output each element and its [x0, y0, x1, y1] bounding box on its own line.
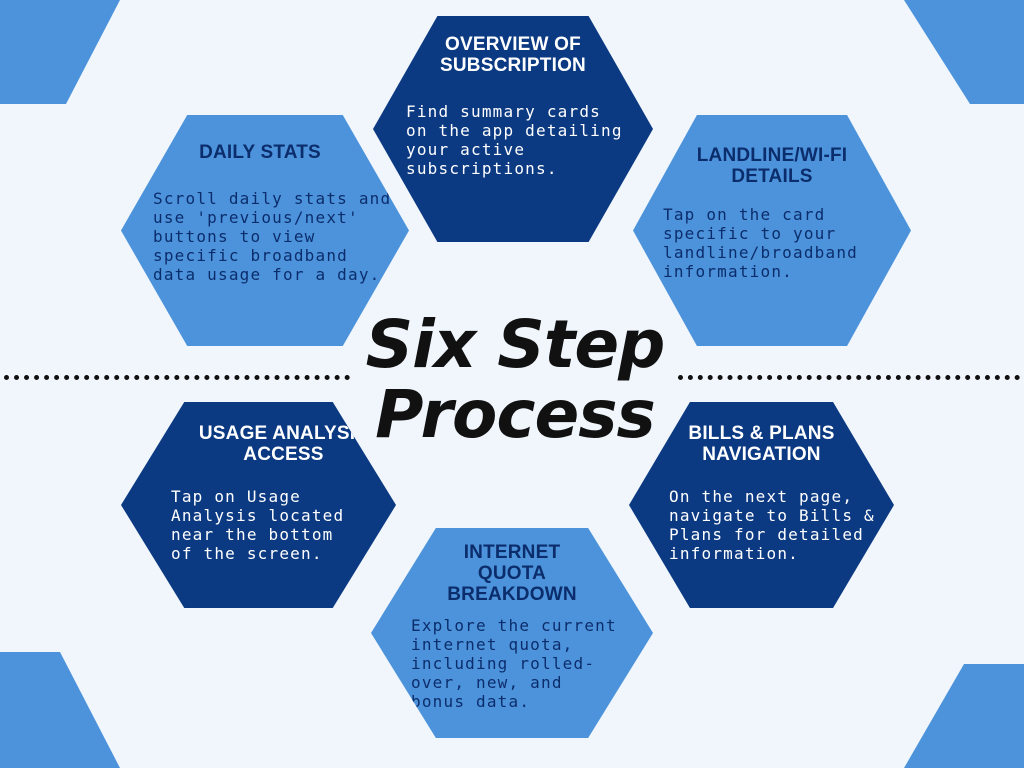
step-daily-stats-description: Scroll daily stats and use 'previous/nex…: [153, 189, 392, 284]
step-bills-plans-description: On the next page, navigate to Bills & Pl…: [669, 487, 875, 563]
step-landline-title: LANDLINE/WI-FI DETAILS: [696, 145, 848, 187]
corner-decoration-top-right: [904, 0, 1024, 104]
step-bills-plans-title: BILLS & PLANS NAVIGATION: [688, 423, 835, 465]
corner-decoration-bottom-left: [0, 652, 120, 768]
dotted-divider-left: [4, 375, 350, 380]
step-internet-quota-description: Explore the current internet quota, incl…: [411, 616, 617, 711]
step-bills-plans-hexagon: BILLS & PLANS NAVIGATION On the next pag…: [629, 402, 894, 608]
step-daily-stats-title: DAILY STATS: [199, 142, 321, 163]
step-usage-analysis-title: USAGE ANALYSIS ACCESS: [198, 423, 369, 465]
step-internet-quota-title: INTERNET QUOTA BREAKDOWN: [447, 542, 577, 605]
step-usage-analysis-description: Tap on Usage Analysis located near the b…: [171, 487, 345, 563]
step-usage-analysis-hexagon: USAGE ANALYSIS ACCESS Tap on Usage Analy…: [121, 402, 396, 608]
step-landline-hexagon: LANDLINE/WI-FI DETAILS Tap on the card s…: [633, 115, 911, 346]
step-overview-hexagon: OVERVIEW OF SUBSCRIPTION Find summary ca…: [373, 16, 653, 242]
step-overview-title: OVERVIEW OF SUBSCRIPTION: [440, 34, 586, 76]
corner-decoration-top-left: [0, 0, 120, 104]
corner-decoration-bottom-right: [904, 664, 1024, 768]
step-daily-stats-hexagon: DAILY STATS Scroll daily stats and use '…: [121, 115, 409, 346]
step-landline-description: Tap on the card specific to your landlin…: [663, 205, 858, 281]
main-title: Six Step Process: [365, 306, 666, 453]
dotted-divider-right: [678, 375, 1020, 380]
step-overview-description: Find summary cards on the app detailing …: [406, 102, 623, 178]
step-internet-quota-hexagon: INTERNET QUOTA BREAKDOWN Explore the cur…: [371, 528, 653, 738]
